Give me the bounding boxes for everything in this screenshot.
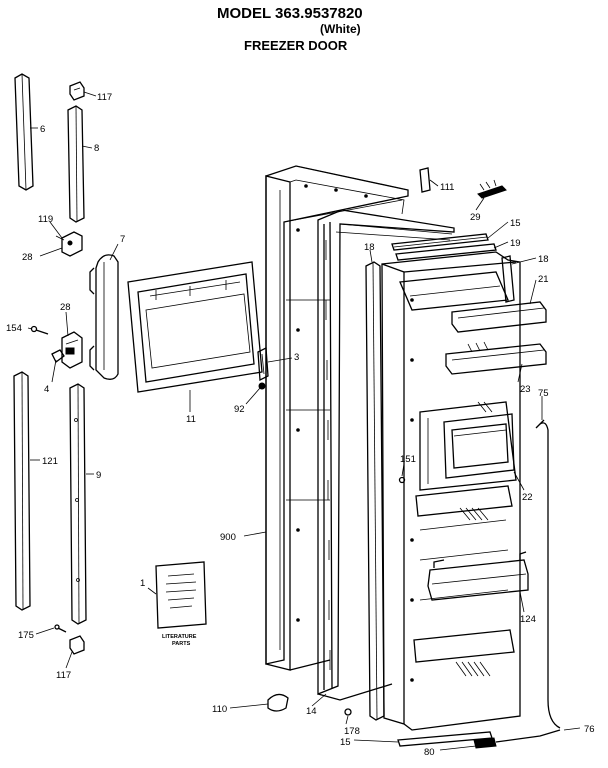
callout-175: 175 bbox=[18, 630, 34, 641]
part-21-shelf-bar-upper bbox=[451, 301, 547, 333]
part-9-trim-strip bbox=[69, 383, 87, 625]
callout-7: 7 bbox=[120, 234, 125, 245]
callout-9: 9 bbox=[96, 470, 101, 481]
callout-124: 124 bbox=[520, 614, 536, 625]
door-liner bbox=[381, 251, 521, 731]
callout-117-top: 117 bbox=[97, 92, 112, 103]
callout-4: 4 bbox=[44, 384, 49, 395]
literature-label-line1: LITERATURE bbox=[162, 634, 197, 640]
callout-80: 80 bbox=[424, 747, 435, 758]
part-80-clamp bbox=[473, 737, 497, 749]
part-175-screw bbox=[54, 624, 67, 633]
part-121-trim-strip bbox=[13, 371, 31, 611]
part-154-screw bbox=[30, 325, 49, 335]
part-178-screw bbox=[344, 708, 352, 716]
callout-18-left: 18 bbox=[364, 242, 375, 253]
callout-110: 110 bbox=[212, 704, 227, 715]
callout-28-mid: 28 bbox=[60, 302, 71, 313]
part-3-switch bbox=[257, 346, 269, 382]
callout-15-bottom: 15 bbox=[340, 737, 351, 748]
part-15-channel-top bbox=[391, 233, 489, 251]
part-111-clip bbox=[419, 167, 431, 193]
model-title: MODEL 363.9537820 bbox=[217, 5, 363, 22]
literature-label-line2: PARTS bbox=[172, 641, 191, 647]
part-14-door-gasket bbox=[317, 209, 455, 701]
callout-121: 121 bbox=[42, 456, 58, 467]
part-28-hinge-lower bbox=[61, 331, 83, 369]
callout-3: 3 bbox=[294, 352, 299, 363]
part-22-dispenser-panel bbox=[443, 413, 515, 479]
part-11-dispenser-cover bbox=[127, 261, 263, 393]
callout-154: 154 bbox=[6, 323, 22, 334]
leader-lines bbox=[27, 91, 581, 751]
callout-75: 75 bbox=[538, 388, 549, 399]
callout-178: 178 bbox=[344, 726, 360, 737]
part-124-door-shelf-bin bbox=[427, 551, 529, 601]
part-7-handle bbox=[89, 254, 119, 380]
part-6-trim-strip bbox=[14, 73, 34, 191]
callout-6: 6 bbox=[40, 124, 45, 135]
callout-labels: 6 117 8 119 28 7 28 154 4 121 9 11 3 92 … bbox=[6, 92, 595, 758]
diagram-title-block: MODEL 363.9537820 (White) FREEZER DOOR bbox=[0, 0, 608, 60]
callout-119: 119 bbox=[38, 214, 53, 225]
callout-151: 151 bbox=[400, 454, 416, 465]
part-4-clip bbox=[51, 349, 65, 363]
callout-15-top: 15 bbox=[510, 218, 521, 229]
callout-117-bottom: 117 bbox=[56, 670, 71, 681]
color-variant: (White) bbox=[320, 22, 361, 36]
callout-18-right: 18 bbox=[538, 254, 549, 265]
callout-28-top: 28 bbox=[22, 252, 33, 263]
part-76-wire bbox=[495, 729, 561, 743]
callout-8: 8 bbox=[94, 143, 99, 154]
part-18-breaker-strip-right bbox=[501, 255, 515, 303]
part-151-screw bbox=[398, 476, 406, 484]
part-117-end-cap-top bbox=[69, 81, 85, 101]
part-19-channel bbox=[395, 243, 497, 261]
callout-23: 23 bbox=[520, 384, 531, 395]
callout-1: 1 bbox=[140, 578, 145, 589]
callout-111: 111 bbox=[440, 182, 454, 193]
callout-21: 21 bbox=[538, 274, 549, 285]
callout-22: 22 bbox=[522, 492, 533, 503]
part-75-wire-harness bbox=[535, 419, 561, 729]
callout-92: 92 bbox=[234, 404, 245, 415]
section-title: FREEZER DOOR bbox=[244, 38, 348, 53]
part-92-grommet bbox=[258, 382, 266, 390]
part-28-hinge-bracket bbox=[55, 231, 83, 257]
callout-11: 11 bbox=[186, 414, 196, 425]
callout-14: 14 bbox=[306, 706, 317, 717]
callout-29: 29 bbox=[470, 212, 481, 223]
part-18-breaker-strip-left bbox=[365, 261, 385, 721]
callout-76: 76 bbox=[584, 724, 595, 735]
part-110-cap bbox=[267, 693, 289, 712]
callout-19: 19 bbox=[510, 238, 521, 249]
part-23-shelf-bar-lower bbox=[445, 341, 547, 375]
part-8-trim-strip bbox=[67, 105, 85, 223]
part-117-end-cap-bottom bbox=[69, 635, 85, 655]
callout-900: 900 bbox=[220, 532, 236, 543]
part-900-outer-door-panel bbox=[265, 165, 409, 671]
part-1-literature-booklet: LITERATURE PARTS bbox=[155, 561, 207, 647]
part-29-spring-clip bbox=[477, 179, 507, 199]
